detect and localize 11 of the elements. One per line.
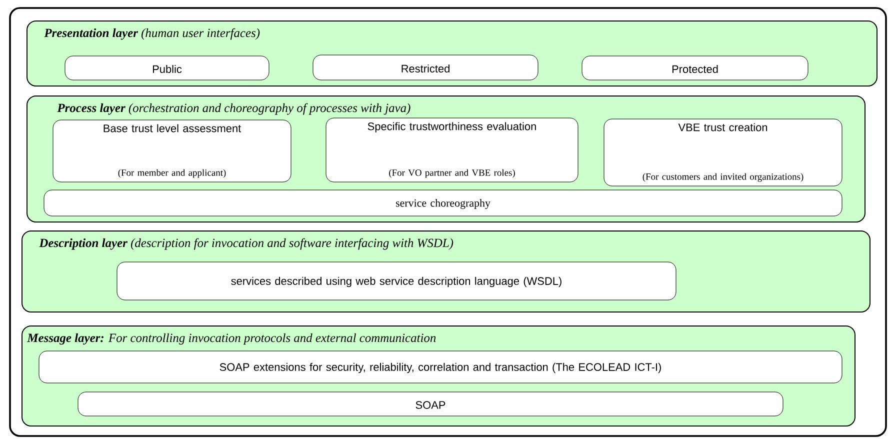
rounded-box: Public — [64, 56, 270, 80]
rounded-box: SOAP — [78, 392, 784, 416]
rounded-box: Restricted — [312, 54, 538, 80]
rounded-box: VBE trust creation (For customers and invited organizations) — [604, 118, 842, 186]
rounded-box: service choreography — [44, 190, 842, 216]
rounded-box: Specific trustworthiness evaluation (For VO partner and VBE roles) — [326, 118, 578, 182]
rounded-box: SOAP extensions for security, reliability, correlation and transaction (The ECOLEAD ICT-I) — [38, 350, 842, 384]
outer-frame — [9, 7, 887, 437]
rounded-box: services described using web service description language (WSDL) — [116, 262, 676, 300]
rounded-box: Protected — [582, 56, 808, 80]
rounded-box: Base trust level assessment (For member and applicant) — [52, 120, 292, 182]
